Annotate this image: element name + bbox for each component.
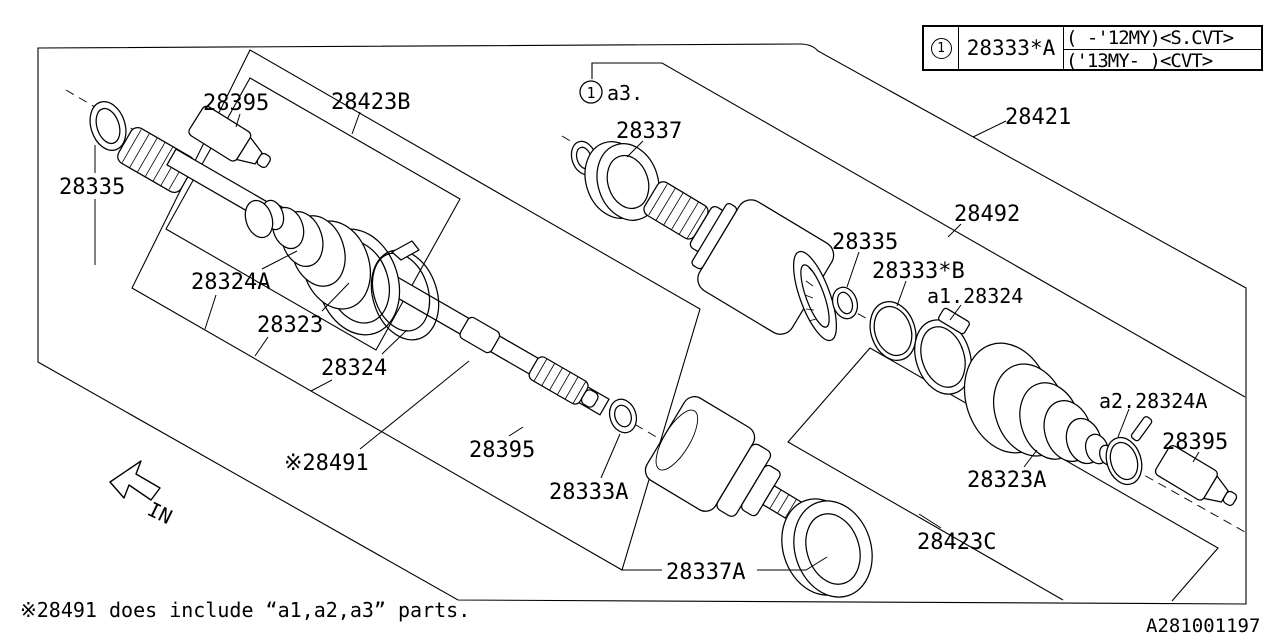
in-arrow-label: IN [144, 497, 176, 529]
leader-28491 [359, 360, 470, 450]
outline-assembly-28421 [37, 43, 1247, 605]
table-part-number-cell: 28333*A [959, 27, 1064, 69]
seal-plate-28337A [781, 498, 873, 598]
snap-ring-28335-left [89, 101, 127, 151]
label-a1-28324: a1.28324 [927, 284, 1023, 308]
label-28323A: 28323A [967, 468, 1046, 493]
leader-28337 [626, 140, 644, 158]
table-applicability-cell: ( -'12MY)<S.CVT> ('13MY- )<CVT> [1064, 27, 1261, 72]
label-28423B: 28423B [331, 90, 410, 115]
leader-28323A [1023, 449, 1038, 468]
label-28395-mid: 28395 [469, 438, 535, 463]
label-28333A: 28333A [549, 480, 628, 505]
leader-a1-28324 [949, 304, 962, 321]
leader-lines [94, 111, 1200, 571]
circled-1-icon: 1 [930, 37, 952, 59]
label-a3: a3. [607, 81, 643, 105]
label-28492: 28492 [954, 202, 1020, 227]
spline-stub-middle [643, 181, 726, 253]
leader-a2-28324A [1117, 408, 1130, 438]
boot-clamp-a1-28324 [914, 307, 972, 395]
grease-cap-28395-topleft [188, 105, 271, 169]
c-clip-28335-middle [831, 286, 859, 320]
table-row-model-year-2: ('13MY- )<CVT> [1066, 50, 1213, 72]
label-28337: 28337 [616, 119, 682, 144]
label-28491: ※28491 [284, 451, 369, 476]
boot-clamp-a2-28324A [1105, 416, 1153, 486]
axle-spline-stub-left [117, 126, 195, 194]
boot-clamp-28323 [244, 199, 274, 239]
snap-ring-28333B [869, 301, 917, 361]
leader-28395-topleft [235, 113, 241, 128]
label-28337A: 28337A [666, 560, 745, 585]
leader-28421 [972, 120, 1007, 138]
table-ref-cell: 1 [924, 27, 959, 69]
ref-circle-1: 1 [579, 80, 603, 104]
in-arrow-icon [109, 460, 161, 501]
label-28423C: 28423C [917, 530, 996, 555]
leader-28324 [310, 329, 408, 392]
doj-housing-28492 [691, 199, 838, 342]
leader-28395-mid [508, 426, 524, 437]
snap-ring-28333A [608, 398, 638, 434]
leader-28323 [254, 282, 350, 357]
leader-28492 [947, 223, 962, 238]
label-28324: 28324 [321, 356, 387, 381]
seal-28337 [584, 141, 660, 221]
cv-boot-28323A [963, 342, 1115, 466]
label-28335-mid: 28335 [832, 230, 898, 255]
footnote: ※28491 does include “a1,a2,a3” parts. [20, 598, 471, 622]
label-28333B: 28333*B [872, 259, 965, 284]
leader-28333A [600, 433, 621, 479]
ref-circle-number: 1 [586, 84, 595, 102]
label-28421: 28421 [1005, 105, 1071, 130]
leader-28423B [351, 111, 361, 135]
label-28324A: 28324A [191, 270, 270, 295]
leader-28324A [204, 250, 298, 330]
leader-28337A [622, 556, 828, 571]
document-number: A281001197 [1146, 615, 1261, 637]
table-row-model-year-1: ( -'12MY)<S.CVT> [1064, 27, 1261, 50]
outline-bootkit-28423C [787, 347, 1219, 602]
label-28323: 28323 [257, 313, 323, 338]
label-a2-28324A: a2.28324A [1099, 389, 1207, 413]
leader-28423C [918, 513, 942, 529]
boot-band-28324 [370, 240, 440, 341]
outline-divider-28492 [591, 62, 1246, 398]
leader-28335-mid [846, 251, 860, 288]
leader-28333B [896, 280, 907, 307]
applicability-table: 1 28333*A ( -'12MY)<S.CVT> ('13MY- )<CVT… [922, 25, 1263, 72]
in-direction-arrow: IN [109, 460, 176, 529]
label-28335-left: 28335 [59, 175, 125, 200]
leader-28395-right [1192, 451, 1200, 463]
cv-boot-28324A [261, 199, 401, 336]
label-28395-topleft: 28395 [203, 91, 269, 116]
label-28395-right: 28395 [1162, 430, 1228, 455]
callout-labels: 28395 28423B 28335 28324A 28323 28324 ※2… [59, 81, 1228, 585]
parts [89, 101, 1238, 598]
